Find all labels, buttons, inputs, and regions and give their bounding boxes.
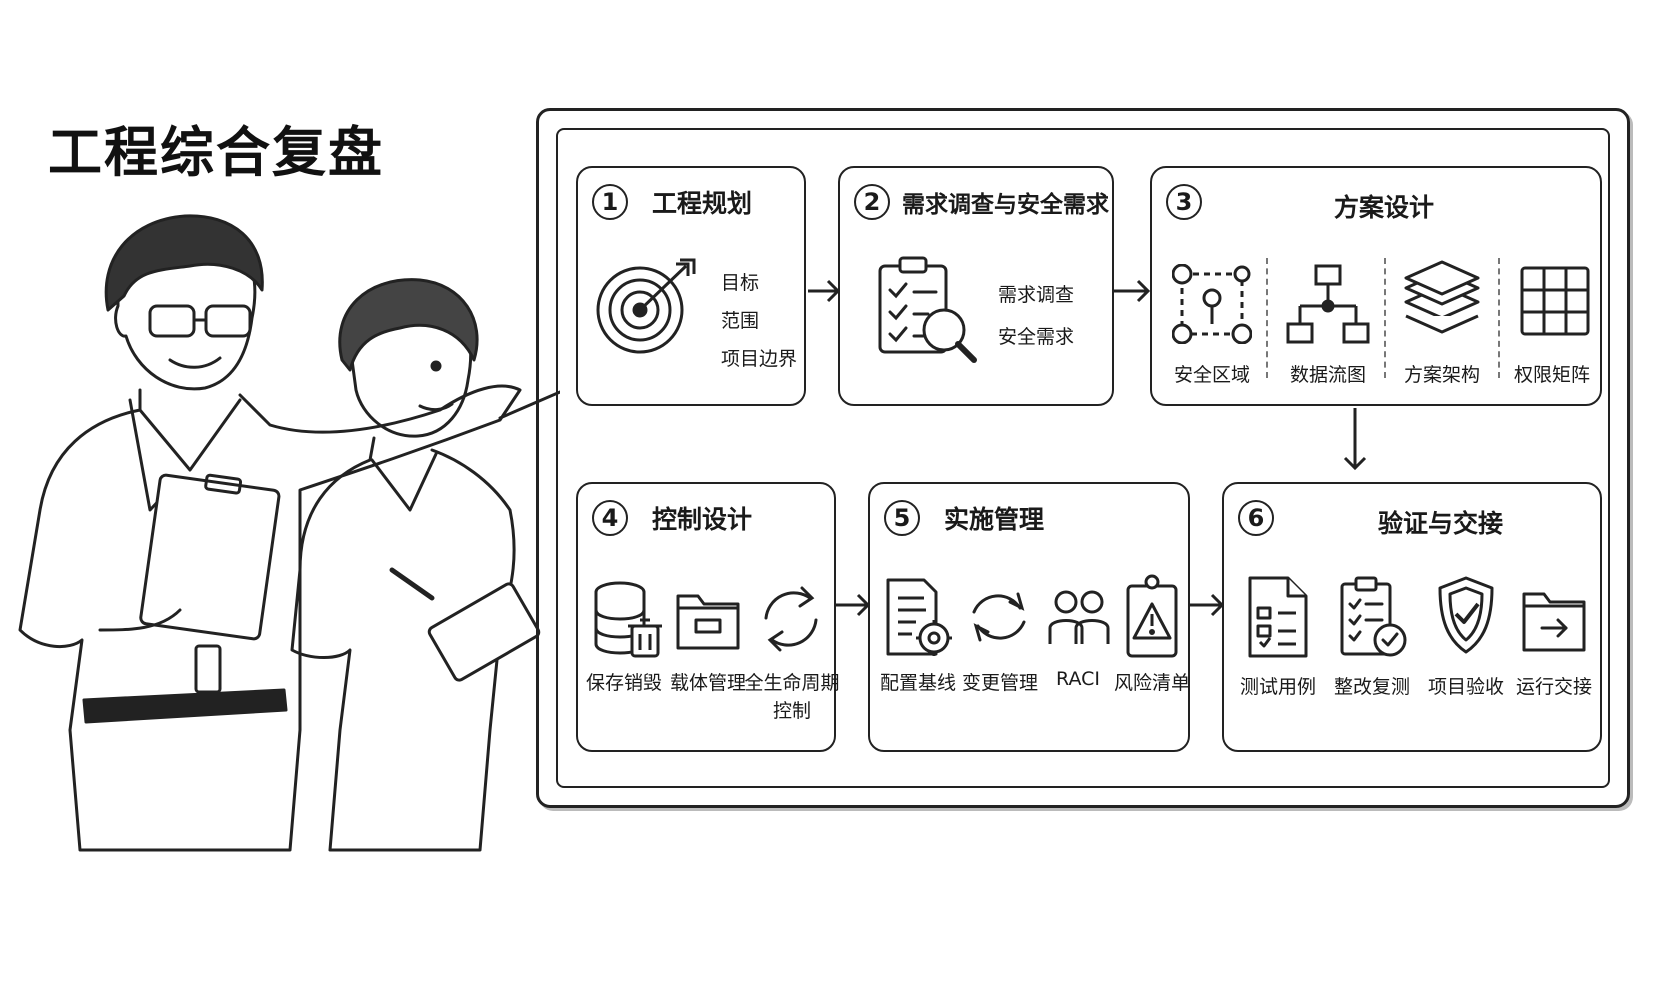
boy-body <box>290 436 516 852</box>
stage-3-item-dataflow: 数据流图 <box>1289 364 1367 386</box>
target-icon <box>596 258 696 354</box>
stage-5-number: 5 <box>884 500 920 536</box>
folder-arrow-icon <box>1522 592 1586 652</box>
people-illustration <box>18 214 560 852</box>
stage-3-divider-2 <box>1384 258 1386 378</box>
boy-hair <box>338 278 479 372</box>
stage-5-title: 实施管理 <box>944 505 1045 534</box>
stage-6-item-acceptance: 项目验收 <box>1427 676 1505 698</box>
stage-1-item-boundary: 项目边界 <box>721 348 798 370</box>
stage-4-item-media: 载体管理 <box>669 672 747 694</box>
man-body <box>18 384 522 852</box>
stage-1-item-goal: 目标 <box>721 272 760 294</box>
stage-3-item-architecture: 方案架构 <box>1403 364 1481 386</box>
notepad-boy <box>427 582 541 682</box>
stage-3-card: 3 方案设计 安全区域 数据流图 <box>1150 166 1602 406</box>
folder-icon <box>676 594 740 650</box>
badge <box>194 644 222 694</box>
clipboard-search-icon <box>878 256 977 363</box>
pen <box>389 567 435 601</box>
data-flow-icon <box>1286 264 1370 344</box>
database-trash-icon <box>594 581 662 658</box>
cycle-arrows-icon <box>764 586 818 652</box>
page-title: 工程综合复盘 <box>48 120 384 184</box>
stage-3-divider-1 <box>1266 258 1268 378</box>
board-outer-frame <box>536 108 1630 808</box>
stage-5-card: 5 实施管理 配置基线 变 <box>868 482 1190 752</box>
stage-3-item-matrix: 权限矩阵 <box>1513 364 1591 386</box>
document-gear-icon <box>886 578 952 656</box>
stage-5-item-baseline: 配置基线 <box>879 672 957 694</box>
stage-4-title: 控制设计 <box>652 505 753 534</box>
stage-2-card: 2 需求调查与安全需求 需求调查 安全需求 <box>838 166 1114 406</box>
belt <box>82 688 288 724</box>
stage-2-number: 2 <box>854 184 890 220</box>
stage-4-item-control: 控制 <box>772 700 812 722</box>
glasses-left <box>148 304 196 338</box>
stage-6-card: 6 验证与交接 <box>1222 482 1602 752</box>
stage-5-item-change: 变更管理 <box>961 672 1039 694</box>
arrow-5-to-6 <box>1188 593 1225 617</box>
stage-6-item-handover: 运行交接 <box>1515 676 1593 698</box>
stage-3-divider-3 <box>1498 258 1500 378</box>
grid-matrix-icon <box>1520 266 1590 336</box>
security-zone-icon <box>1172 264 1252 344</box>
stage-2-title: 需求调查与安全需求 <box>902 192 1109 218</box>
stage-5-item-risk: 风险清单 <box>1113 672 1191 694</box>
stage-6-item-testcase: 测试用例 <box>1239 676 1317 698</box>
layers-icon <box>1404 260 1480 334</box>
refresh-icon <box>972 592 1026 642</box>
checklist-approve-icon <box>1340 576 1407 657</box>
stage-1-item-scope: 范围 <box>721 310 760 332</box>
arrow-2-to-3 <box>1112 279 1151 303</box>
test-checklist-icon <box>1248 576 1308 658</box>
clipboard-man <box>139 473 281 641</box>
stage-2-item-security: 安全需求 <box>998 326 1075 348</box>
stage-1-title: 工程规划 <box>652 189 753 218</box>
stage-6-number: 6 <box>1238 500 1274 536</box>
stage-6-title: 验证与交接 <box>1378 509 1504 538</box>
stage-3-title: 方案设计 <box>1334 193 1435 222</box>
arrow-1-to-2 <box>808 279 841 303</box>
stage-2-item-survey: 需求调查 <box>998 284 1075 306</box>
stage-5-item-raci: RACI <box>1056 668 1100 690</box>
stage-4-card: 4 控制设计 保存销毁 载体管理 全生命周期 控制 <box>576 482 840 752</box>
board-inner-frame <box>556 128 1610 788</box>
arrow-4-to-5 <box>834 593 871 617</box>
stage-3-item-zone: 安全区域 <box>1173 364 1251 386</box>
stage-1-number: 1 <box>592 184 628 220</box>
stage-4-item-retention: 保存销毁 <box>585 672 663 694</box>
warning-clipboard-icon <box>1126 574 1178 658</box>
man-hair <box>104 214 264 312</box>
glasses-right <box>204 304 252 338</box>
stage-4-item-lifecycle: 全生命周期 <box>744 672 840 694</box>
people-icon <box>1048 590 1110 644</box>
stage-4-number: 4 <box>592 500 628 536</box>
stage-3-number: 3 <box>1166 184 1202 220</box>
stage-6-item-retest: 整改复测 <box>1333 676 1411 698</box>
shield-check-icon <box>1438 576 1494 654</box>
arrow-3-to-6 <box>1343 408 1367 471</box>
stage-1-card: 1 工程规划 目标 范围 项目边界 <box>576 166 806 406</box>
